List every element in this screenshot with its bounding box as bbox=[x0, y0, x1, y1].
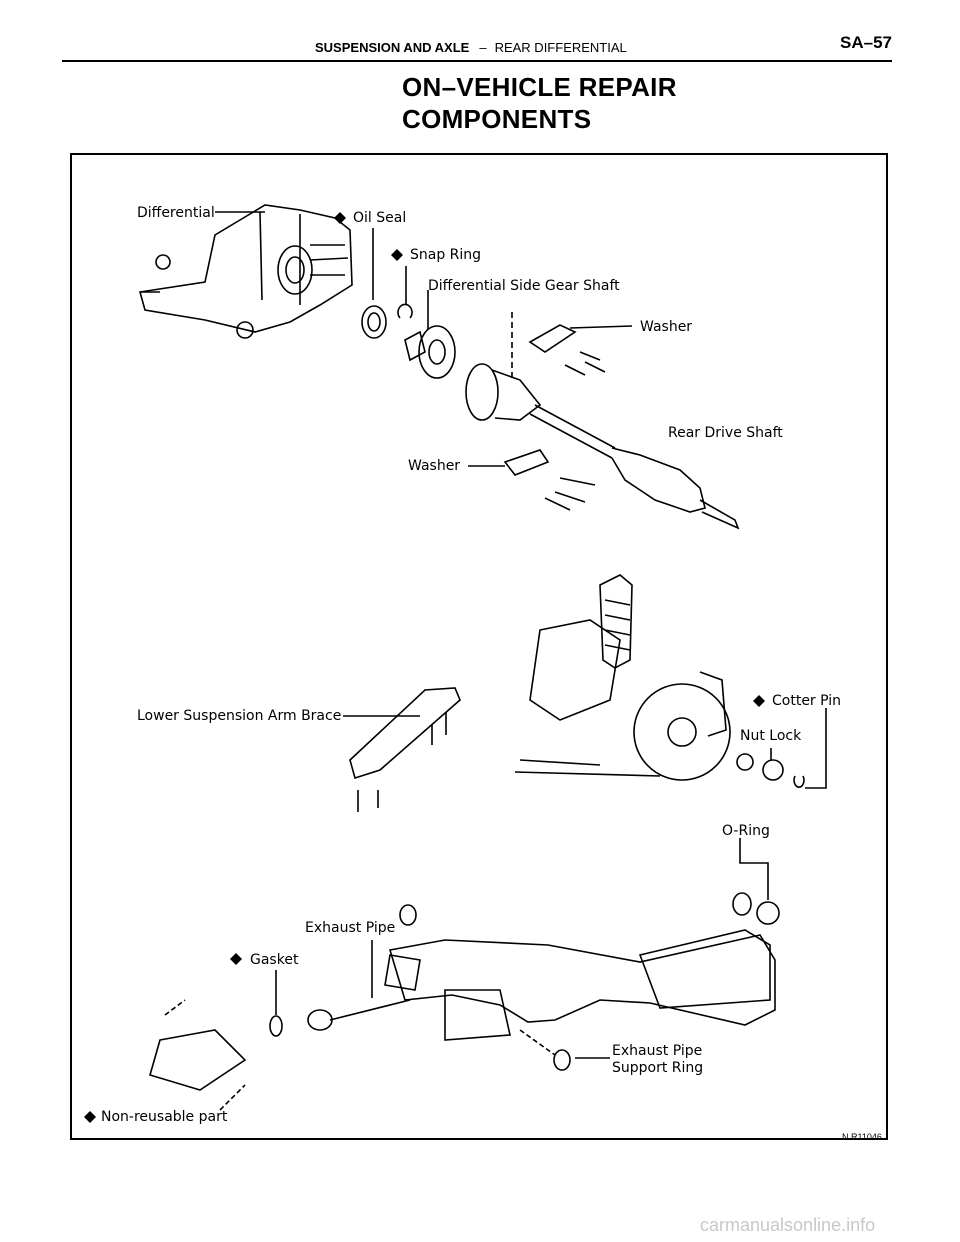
arm-brace-drawing bbox=[343, 687, 461, 812]
label-non-reusable: Non-reusable part bbox=[101, 1109, 228, 1125]
washer-lower-drawing bbox=[468, 449, 596, 511]
page-title-line2: COMPONENTS bbox=[402, 104, 592, 134]
label-differential: Differential bbox=[137, 205, 215, 221]
washer-upper-drawing bbox=[528, 324, 633, 376]
label-gasket: Gasket bbox=[250, 952, 299, 968]
snap-ring-drawing bbox=[397, 266, 413, 319]
diamond-icon bbox=[391, 249, 403, 261]
header-section: SUSPENSION AND AXLE bbox=[315, 40, 470, 55]
header-separator: – bbox=[479, 40, 487, 55]
diamond-icon bbox=[230, 953, 242, 965]
diamond-icon bbox=[334, 212, 346, 224]
rear-drive-shaft-drawing bbox=[465, 312, 740, 530]
label-side-gear-shaft: Differential Side Gear Shaft bbox=[428, 278, 620, 294]
diamond-icon bbox=[753, 695, 765, 707]
label-o-ring: O-Ring bbox=[722, 823, 770, 839]
label-cotter-pin: Cotter Pin bbox=[772, 693, 842, 709]
ref-code: R11046 bbox=[851, 1132, 882, 1142]
page-title-line1: ON–VEHICLE REPAIR bbox=[402, 72, 677, 102]
differential-drawing bbox=[138, 204, 353, 339]
oil-seal-drawing bbox=[361, 228, 387, 339]
label-exhaust-pipe: Exhaust Pipe bbox=[305, 920, 396, 936]
diamond-icon bbox=[84, 1111, 96, 1123]
label-lower-arm-brace: Lower Suspension Arm Brace bbox=[137, 708, 342, 724]
side-gear-shaft-drawing bbox=[404, 290, 456, 379]
label-support-ring-line2: Support Ring bbox=[612, 1060, 704, 1076]
ref-letter: N bbox=[842, 1132, 849, 1142]
label-rear-drive-shaft: Rear Drive Shaft bbox=[668, 425, 783, 441]
label-support-ring-line1: Exhaust Pipe bbox=[612, 1043, 703, 1059]
header-subsection: REAR DIFFERENTIAL bbox=[494, 40, 627, 55]
figure-frame bbox=[70, 153, 888, 1140]
label-oil-seal: Oil Seal bbox=[353, 210, 407, 226]
exhaust-drawing bbox=[149, 904, 776, 1111]
watermark: carmanualsonline.info bbox=[700, 1215, 876, 1235]
running-header: SUSPENSION AND AXLE–REAR DIFFERENTIAL bbox=[315, 40, 627, 55]
label-washer-upper: Washer bbox=[640, 319, 693, 335]
label-washer-lower: Washer bbox=[408, 458, 461, 474]
o-ring-drawing bbox=[732, 838, 780, 925]
figure-reference: N R11046 bbox=[842, 1132, 882, 1142]
page-number: SA–57 bbox=[840, 33, 892, 52]
header-rule bbox=[62, 60, 892, 62]
suspension-drawing bbox=[514, 574, 827, 789]
diamond-markers bbox=[84, 212, 765, 1123]
label-snap-ring: Snap Ring bbox=[410, 247, 482, 263]
label-nut-lock: Nut Lock bbox=[740, 728, 802, 744]
